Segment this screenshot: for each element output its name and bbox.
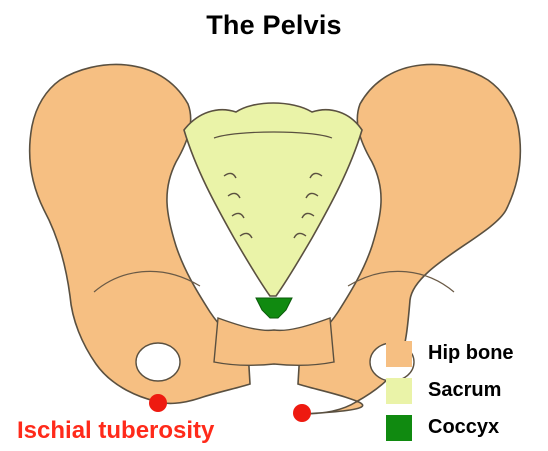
legend: Hip bone Sacrum Coccyx [386,340,514,451]
ischial-tuberosity-label: Ischial tuberosity [17,417,214,445]
legend-item-hip-bone: Hip bone [386,340,514,367]
legend-swatch-sacrum [386,378,412,404]
pubic-symphysis [214,318,334,365]
coccyx [256,298,292,318]
legend-item-sacrum: Sacrum [386,377,514,404]
legend-swatch-coccyx [386,415,412,441]
legend-label-hip-bone: Hip bone [428,342,514,365]
ischial-tuberosity-marker-left [149,394,167,412]
legend-label-coccyx: Coccyx [428,416,499,439]
legend-swatch-hip-bone [386,341,412,367]
legend-label-sacrum: Sacrum [428,379,501,402]
ischial-tuberosity-marker-right [293,404,311,422]
legend-item-coccyx: Coccyx [386,414,514,441]
left-obturator-foramen [136,343,180,381]
